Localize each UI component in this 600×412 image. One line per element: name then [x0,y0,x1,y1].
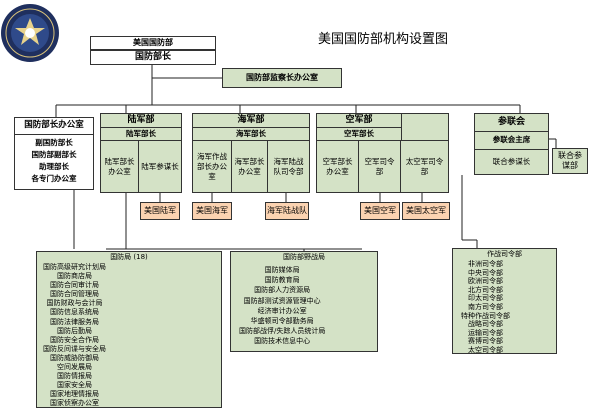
list-item: 国防财政与会计局 [46,299,103,308]
list-item: 国防威胁防御局 [50,353,99,362]
list-item: 经济审计办公室 [257,306,307,315]
jcs-box: 参联会 参联会主席 联合参谋长 [474,113,549,175]
list-item: 国防商店局 [57,272,92,281]
list-item: 国防安全合作局 [50,335,99,344]
dod-seal-logo [1,4,59,62]
chart-title: 美国国防部机构设置图 [318,32,449,47]
us-army-label: 美国陆军 [144,206,176,215]
ig-office-box: 国防部监察长办公室 [222,68,342,88]
list-item: 特种作战司令部 [461,311,510,320]
list-item: 国防部人力资源局 [254,286,311,295]
us-air-force-label: 美国空军 [364,206,396,215]
marine-corps-hq: 海军陆战队司令部 [273,156,304,176]
us-navy-label: 美国海军 [196,206,228,215]
list-item: 华盛顿司令部勤务局 [250,317,314,326]
af-secretary-office: 空军部长办公室 [317,141,359,192]
list-item: 中央司令部 [468,268,503,277]
dod-box: 美国国防部 [90,36,216,50]
navy-dept-title: 海军部 [193,114,309,128]
combatant-commands-title: 作战司令部 [487,250,522,258]
list-item: 赛博司令部 [468,337,503,346]
list-item: 国防部测试资源管理中心 [243,296,321,305]
osd-item-4: 各专门办公室 [31,173,77,183]
list-item: 南方司令部 [468,302,503,311]
ig-office-label: 国防部监察长办公室 [246,73,318,82]
field-activities-list: 国防媒体局国防教育局国防部人力资源局国防部测试资源管理中心经济审计办公室华盛顿司… [239,265,325,347]
army-office: 陆军部长办公室 [101,141,139,192]
field-activities-box: 国防部野战局 国防媒体局国防教育局国防部人力资源局国防部测试资源管理中心经济审计… [230,251,378,352]
list-item: 国防法律服务局 [50,317,99,326]
field-activities-title: 国防部野战局 [283,253,325,261]
af-dept-title: 空军部 [317,114,401,128]
af-hq: 空军司令部 [359,141,401,192]
dod-label: 美国国防部 [133,38,173,47]
army-dept-box: 陆军部 陆军部长 陆军部长办公室 陆军参谋长 [100,113,182,193]
list-item: 国防合同审计局 [50,281,99,290]
osd-item-1: 副国防部长 [35,137,73,147]
us-army-box: 美国陆军 [140,202,180,220]
space-force-hq: 太空军司令部 [405,156,444,176]
defense-agencies-list: 国防高级研究计划局国防商店局国防合同审计局国防合同管理局国防财政与会计局国防信息… [43,263,106,408]
list-item: 国防技术信息中心 [254,337,311,346]
list-item: 国防反间谍与安全局 [43,344,106,353]
marine-corps-box: 海军陆战队 [265,202,309,220]
combatant-commands-list: 非洲司令部中央司令部欧洲司令部北方司令部印太司令部南方司令部特种作战司令部战略司… [461,260,510,354]
us-space-force-label: 美国太空军 [406,206,446,215]
af-dept-box: 空军部 空军部长 空军部长办公室 空军司令部 太空军司令部 [316,113,449,193]
osd-item-2: 国防部副部长 [31,149,77,159]
list-item: 国家地理情报局 [50,390,99,399]
list-item: 非洲司令部 [468,260,503,268]
osd-title: 国防部长办公室 [15,118,93,135]
list-item: 国防合同管理局 [50,290,99,299]
army-secretary: 陆军部长 [101,128,181,141]
joint-staff-label: 联合参谋部 [558,151,582,170]
jcs-vice: 联合参谋长 [492,156,531,166]
us-air-force-box: 美国空军 [360,202,400,220]
navy-ops-office: 海军作战部长办公室 [193,141,232,192]
list-item: 太空司令部 [468,345,503,354]
list-item: 国家侦察办公室 [50,399,99,408]
combatant-commands-box: 作战司令部 非洲司令部中央司令部欧洲司令部北方司令部印太司令部南方司令部特种作战… [452,248,557,354]
navy-secretary-office: 海军部长办公室 [232,141,268,192]
jcs-chairman: 参联会主席 [475,132,548,150]
joint-staff-box: 联合参谋部 [552,148,588,174]
list-item: 国防媒体局 [264,266,300,274]
list-item: 国防高级研究计划局 [43,263,106,271]
list-item: 运输司令部 [468,328,503,337]
list-item: 国防教育局 [264,276,300,285]
defense-agencies-title: 国防局 (18) [110,253,148,261]
list-item: 北方司令部 [468,285,503,294]
us-space-force-box: 美国太空军 [402,202,450,220]
list-item: 国防信息系统局 [50,308,99,317]
navy-dept-box: 海军部 海军部长 海军作战部长办公室 海军部长办公室 海军陆战队司令部 [192,113,310,193]
osd-box: 国防部长办公室 副国防部长 国防部副部长 助理部长 各专门办公室 [14,117,94,190]
secretary-box: 国防部长 [90,50,216,65]
list-item: 空间发展局 [57,363,92,372]
army-chief-of-staff: 陆军参谋长 [141,161,179,171]
osd-item-3: 助理部长 [39,161,69,171]
army-dept-title: 陆军部 [101,114,181,128]
af-secretary: 空军部长 [317,128,401,141]
list-item: 国防部战俘/失踪人员统计局 [239,327,326,336]
list-item: 国防后勤局 [57,326,92,335]
us-navy-box: 美国海军 [192,202,232,220]
list-item: 国家安全局 [57,381,92,390]
defense-agencies-box: 国防局 (18) 国防高级研究计划局国防商店局国防合同审计局国防合同管理局国防财… [36,251,222,408]
navy-secretary: 海军部长 [193,128,309,141]
list-item: 欧洲司令部 [468,277,503,286]
jcs-title: 参联会 [475,114,548,132]
list-item: 战略司令部 [468,320,503,329]
list-item: 国防情报局 [57,372,92,381]
secretary-label: 国防部长 [134,51,171,62]
marine-corps-label: 海军陆战队 [267,206,307,215]
list-item: 印太司令部 [468,294,503,303]
